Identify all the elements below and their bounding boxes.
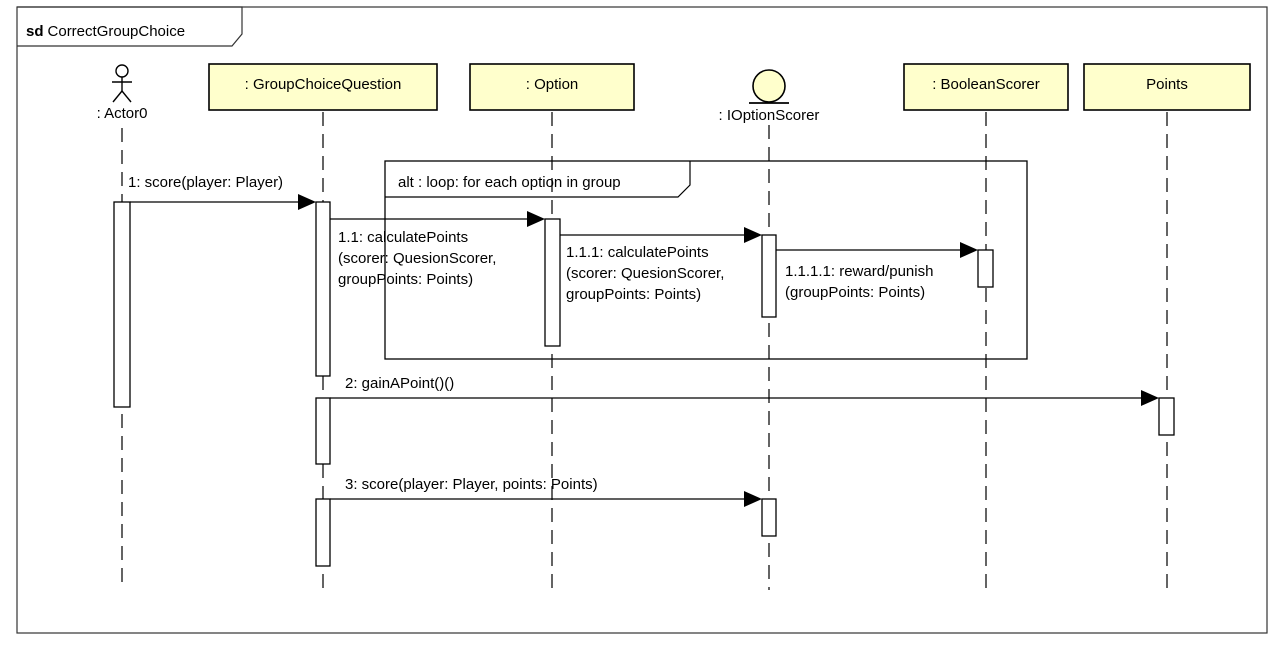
message-label-1: 1: score(player: Player)	[128, 174, 283, 191]
participant-points: Points	[1083, 63, 1251, 111]
message-3: 3: score(player: Player, points: Points)	[330, 476, 762, 507]
message-2: 2: gainAPoint()()	[330, 375, 1159, 406]
activation-ioptionscorer-2	[761, 498, 777, 537]
participant-booleanscorer: : BooleanScorer	[903, 63, 1069, 111]
participant-option: : Option	[469, 63, 635, 111]
frame-name: CorrectGroupChoice	[48, 23, 186, 40]
activation-actor0	[113, 201, 131, 408]
activation-ioptionscorer-1	[761, 234, 777, 318]
combined-fragment: alt : loop: for each option in group	[384, 160, 1028, 360]
interface-circle-icon	[752, 69, 786, 103]
actor-figure-icon	[115, 64, 129, 78]
message-label-1-1-line1: 1.1: calculatePoints	[338, 229, 468, 246]
message-label-1-1-1-1-line1: 1.1.1.1: reward/punish	[785, 263, 933, 280]
message-1-1-1-1: 1.1.1.1: reward/punish (groupPoints: Poi…	[776, 242, 978, 301]
frame-keyword: sd	[26, 23, 44, 40]
message-1-1: 1.1: calculatePoints (scorer: QuesionSco…	[330, 211, 545, 288]
message-label-1-1-1-1-line2: (groupPoints: Points)	[785, 284, 925, 301]
diagram-frame	[16, 6, 1268, 634]
message-label-1-1: 1.1: calculatePoints (scorer: QuesionSco…	[338, 229, 501, 288]
activation-gcq-1	[315, 201, 331, 377]
activation-gcq-3	[315, 498, 331, 567]
message-label-1-1-line3: groupPoints: Points)	[338, 271, 473, 288]
message-label-1-1-1-line3: groupPoints: Points)	[566, 286, 701, 303]
message-label-1-1-1-1: 1.1.1.1: reward/punish (groupPoints: Poi…	[785, 263, 938, 301]
participant-label-actor0: : Actor0	[97, 105, 148, 122]
activation-gcq-2	[315, 397, 331, 465]
activation-points	[1158, 397, 1175, 436]
activation-option	[544, 218, 561, 347]
message-label-1-1-1-line2: (scorer: QuesionScorer,	[566, 265, 724, 282]
frame-tab	[17, 6, 243, 47]
participant-gcq: : GroupChoiceQuestion	[208, 63, 438, 111]
participant-label-booleanscorer: : BooleanScorer	[932, 76, 1040, 93]
message-label-3: 3: score(player: Player, points: Points)	[345, 476, 598, 493]
participant-label-ioptionscorer: : IOptionScorer	[719, 107, 820, 124]
message-1: 1: score(player: Player)	[128, 174, 316, 210]
participant-label-points: Points	[1146, 76, 1188, 93]
message-1-1-1: 1.1.1: calculatePoints (scorer: QuesionS…	[560, 227, 762, 303]
message-label-1-1-1: 1.1.1: calculatePoints (scorer: QuesionS…	[566, 244, 729, 303]
message-label-2: 2: gainAPoint()()	[345, 375, 454, 392]
message-label-1-1-line2: (scorer: QuesionScorer,	[338, 250, 496, 267]
participant-ioptionscorer: : IOptionScorer	[719, 69, 820, 124]
participant-label-gcq: : GroupChoiceQuestion	[245, 76, 402, 93]
fragment-label: alt : loop: for each option in group	[398, 174, 621, 191]
participant-label-option: : Option	[526, 76, 579, 93]
participant-actor0: : Actor0	[97, 64, 148, 122]
message-label-1-1-1-line1: 1.1.1: calculatePoints	[566, 244, 709, 261]
activation-booleanscorer	[977, 249, 994, 288]
